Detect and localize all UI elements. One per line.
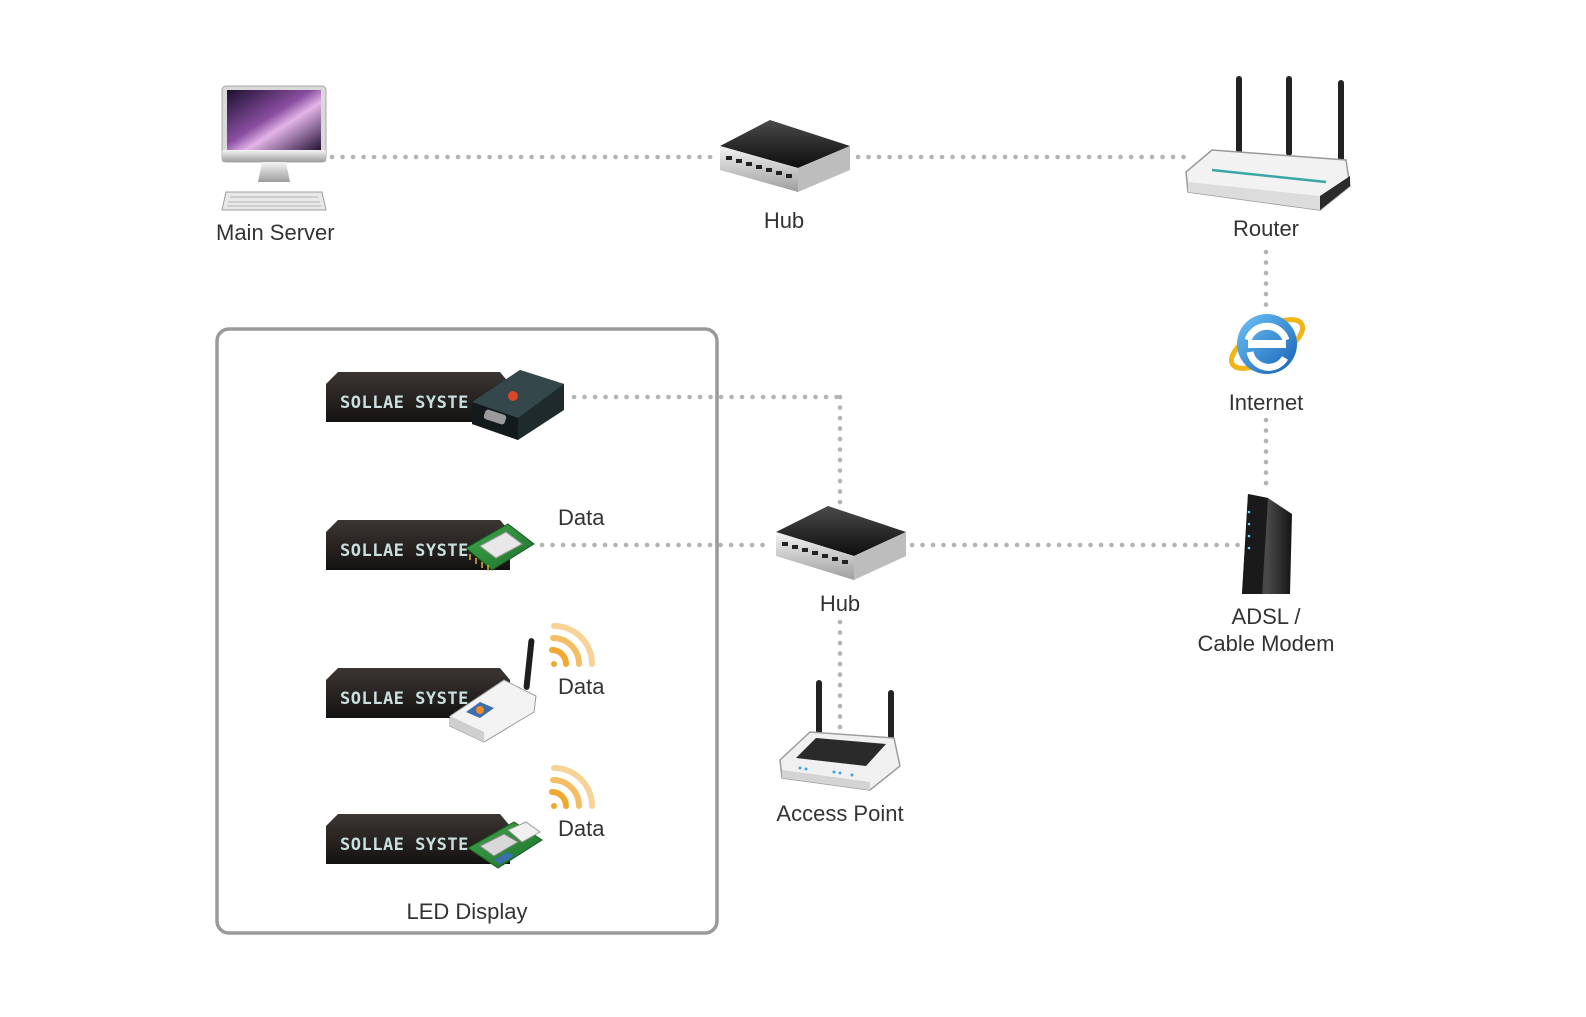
led-display-panel: SOLLAE SYSTE [326,814,510,864]
hub-top-label: Hub [763,208,805,233]
hub-mid-label: Hub [819,591,861,616]
modem-icon [1242,494,1292,594]
wifi-signal-icon [549,623,595,667]
hub-icon [720,120,850,192]
data-label: Data [558,816,605,841]
data-label: Data [558,505,605,530]
led-display-panel: SOLLAE SYSTE [326,520,510,570]
hub-icon [776,506,906,580]
led-display-group-box [215,327,719,935]
led-display-text: SOLLAE SYSTE [340,689,469,709]
modem-label-line1: ADSL / [1231,604,1301,629]
led-display-group-label: LED Display [406,899,528,924]
imac-icon [221,85,327,211]
connectors [329,154,1269,731]
wireless-converter-icon [449,638,537,743]
internet-label: Internet [1228,390,1304,415]
main-server-label: Main Server [216,220,335,245]
led-display-panel: SOLLAE SYSTE [326,668,510,718]
data-label: Data [558,674,605,699]
internet-explorer-icon [1228,314,1306,374]
access-point-label: Access Point [776,801,904,826]
router-label: Router [1232,216,1300,241]
led-display-text: SOLLAE SYSTE [340,835,469,855]
led-display-text: SOLLAE SYSTE [340,393,469,413]
led-display-text: SOLLAE SYSTE [340,541,469,561]
router-icon [1185,76,1351,211]
modem-label-line2: Cable Modem [1197,631,1335,656]
access-point-icon [779,680,901,791]
wifi-module-icon [467,821,543,869]
serial-converter-icon [472,370,564,440]
wifi-signal-icon [549,765,595,809]
embedded-module-icon [465,523,535,571]
led-display-panel: SOLLAE SYSTE [326,372,510,422]
